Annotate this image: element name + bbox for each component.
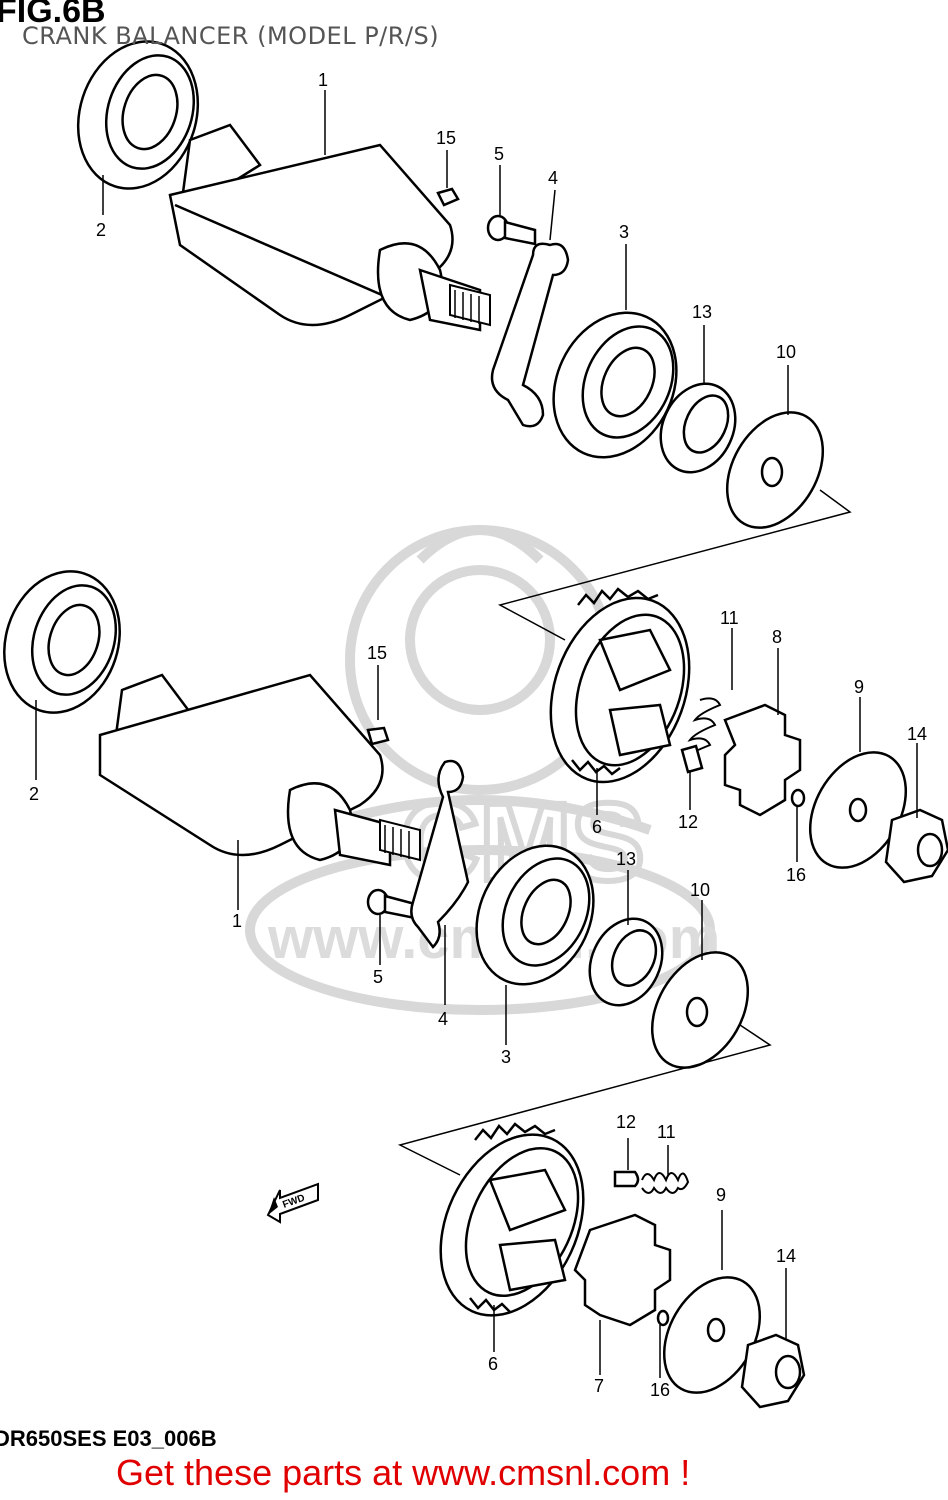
middle-callouts: 15 2 1 5 4 3 13 10 11 8 9 14 6 12 16 xyxy=(29,608,927,1067)
balancer-shaft-1-upper xyxy=(168,123,491,332)
callout-13: 13 xyxy=(616,849,636,869)
pin-16-middle xyxy=(790,788,806,808)
lower-leaders xyxy=(493,1138,787,1378)
callout-2: 2 xyxy=(96,220,106,240)
callout-13: 13 xyxy=(692,302,712,322)
bearing-2-middle xyxy=(3,570,121,714)
callout-16: 16 xyxy=(650,1380,670,1400)
washer-9-lower xyxy=(662,1276,762,1394)
bolt-5-upper xyxy=(486,214,537,246)
washer-10-middle xyxy=(650,951,750,1069)
figure-title: CRANK BALANCER (MODEL P/R/S) xyxy=(22,22,440,50)
drawing-code: DR650SES E03_006B xyxy=(0,1426,217,1451)
callout-3: 3 xyxy=(619,222,629,242)
plunger-12-middle xyxy=(680,744,704,774)
callout-1: 1 xyxy=(318,70,328,90)
fwd-arrow-icon: FWD xyxy=(266,1182,319,1224)
bearing-2-upper xyxy=(76,40,200,190)
callout-15: 15 xyxy=(436,128,456,148)
spacer-13-upper xyxy=(659,382,737,474)
upper-callouts: 1 2 15 5 4 3 13 10 xyxy=(96,70,796,362)
callout-12: 12 xyxy=(616,1112,636,1132)
callout-6: 6 xyxy=(488,1354,498,1374)
callout-14: 14 xyxy=(907,724,927,744)
gear-6-middle xyxy=(549,587,691,784)
middle-leaders xyxy=(35,628,918,1176)
callout-10: 10 xyxy=(690,880,710,900)
upper-leaders xyxy=(102,90,852,641)
plunger-12-lower xyxy=(613,1170,640,1188)
washer-10-upper xyxy=(725,411,825,529)
hub-7-lower xyxy=(573,1213,672,1327)
key-15-upper xyxy=(436,187,460,207)
lower-assembly xyxy=(439,1122,806,1409)
callout-7: 7 xyxy=(594,1376,604,1396)
figure-number: FIG.6B xyxy=(0,0,106,30)
callout-5: 5 xyxy=(373,967,383,987)
callout-9: 9 xyxy=(854,677,864,697)
pin-16-lower xyxy=(656,1309,670,1327)
callout-15: 15 xyxy=(367,643,387,663)
callout-8: 8 xyxy=(772,627,782,647)
callout-5: 5 xyxy=(494,144,504,164)
balancer-shaft-1-middle xyxy=(98,673,421,867)
middle-assembly xyxy=(3,570,948,1069)
gear-6-lower xyxy=(439,1122,585,1317)
callout-9: 9 xyxy=(716,1185,726,1205)
callout-14: 14 xyxy=(776,1246,796,1266)
bearing-3-middle xyxy=(475,844,595,986)
nut-14-lower xyxy=(740,1333,806,1409)
callout-16: 16 xyxy=(786,865,806,885)
callout-3: 3 xyxy=(501,1047,511,1067)
retainer-plate-4-middle xyxy=(410,759,470,949)
callout-6: 6 xyxy=(592,817,602,837)
lower-callouts: 12 11 9 14 6 7 16 xyxy=(488,1112,796,1400)
bearing-3-upper xyxy=(552,311,678,459)
callout-4: 4 xyxy=(438,1009,448,1029)
hub-8-middle xyxy=(723,703,802,817)
callout-1: 1 xyxy=(232,911,242,931)
upper-assembly xyxy=(76,40,825,529)
callout-11: 11 xyxy=(657,1122,676,1142)
spring-11-middle xyxy=(684,697,722,758)
key-15-middle xyxy=(366,726,390,746)
callout-2: 2 xyxy=(29,784,39,804)
spring-11-lower xyxy=(641,1172,690,1194)
callout-12: 12 xyxy=(678,812,698,832)
parts-link[interactable]: Get these parts at www.cmsnl.com ! xyxy=(116,1452,691,1493)
spacer-13-middle xyxy=(588,917,664,1007)
callout-10: 10 xyxy=(776,342,796,362)
callout-11: 11 xyxy=(720,608,739,628)
washer-9-middle xyxy=(808,751,908,869)
nut-14-middle xyxy=(884,808,948,884)
callout-4: 4 xyxy=(548,168,558,188)
retainer-plate-4-upper xyxy=(490,242,570,428)
